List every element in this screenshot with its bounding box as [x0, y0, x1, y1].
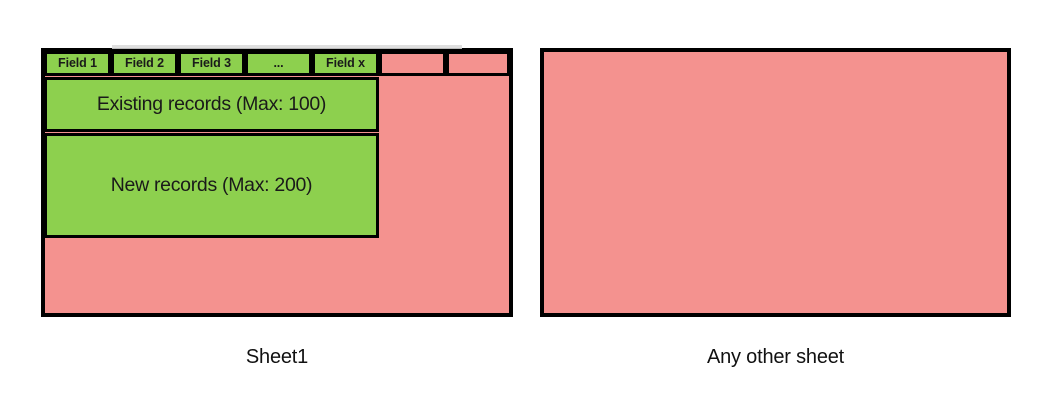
field-header-label: Field x [326, 55, 365, 70]
field-header-cell-3: Field 3 [178, 51, 245, 76]
other-sheet-caption: Any other sheet [540, 346, 1011, 369]
field-header-cell-blocked-1 [379, 51, 446, 76]
existing-records-label: Existing records (Max: 100) [96, 93, 327, 116]
new-records-band: New records (Max: 200) [44, 133, 379, 238]
other-sheet-caption-label: Any other sheet [706, 346, 845, 368]
field-header-cell-blocked-2 [446, 51, 510, 76]
header-row-shadow [112, 45, 462, 49]
field-header-cell-1: Field 1 [44, 51, 111, 76]
field-header-label: ... [273, 55, 284, 70]
sheet1-caption: Sheet1 [41, 346, 513, 369]
field-header-cell-2: Field 2 [111, 51, 178, 76]
field-header-cell-x: Field x [312, 51, 379, 76]
existing-records-band: Existing records (Max: 100) [44, 77, 379, 132]
field-header-label: Field 3 [192, 55, 231, 70]
field-header-label: Field 2 [125, 55, 164, 70]
sheet1-caption-label: Sheet1 [245, 346, 309, 368]
field-header-cell-ellipsis: ... [245, 51, 312, 76]
new-records-label: New records (Max: 200) [110, 174, 313, 197]
other-sheet-panel [540, 48, 1011, 317]
field-header-label: Field 1 [58, 55, 97, 70]
